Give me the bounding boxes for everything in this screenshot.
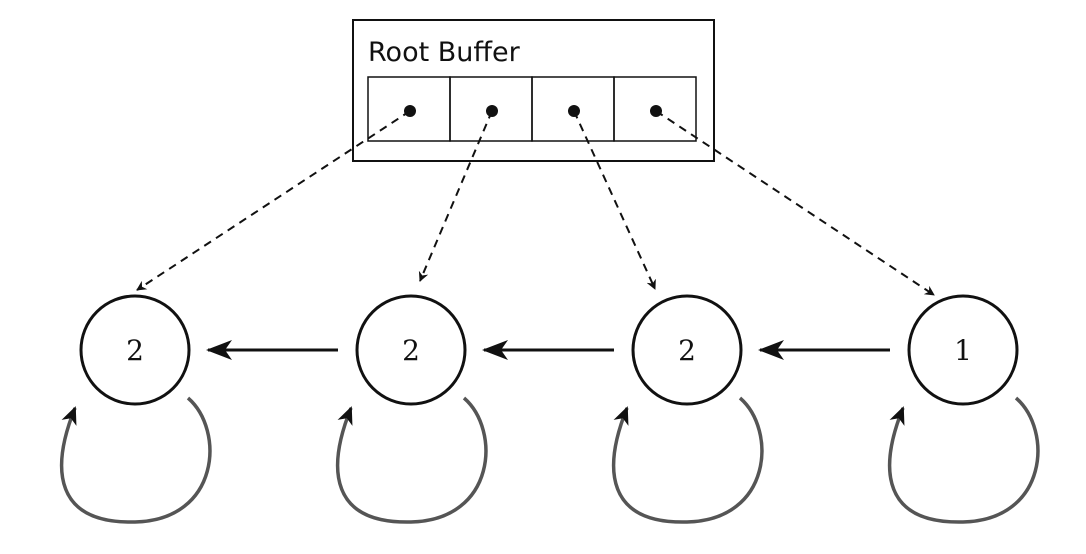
self-loop-2: [335, 396, 488, 524]
root-buffer-title: Root Buffer: [368, 37, 521, 68]
node-label: 1: [954, 334, 972, 367]
pointer-edge-3: [573, 110, 656, 290]
node-circle: [79, 294, 191, 406]
root-buffer-frame: [352, 19, 715, 162]
node-1: 2: [79, 294, 191, 406]
buffer-slot-4: [613, 76, 697, 142]
self-loop-1: [59, 396, 212, 524]
pointer-edge-2: [418, 110, 493, 282]
self-loops: [59, 396, 1040, 524]
node-2: 2: [355, 294, 467, 406]
pointer-edge-4: [655, 110, 935, 296]
self-loop-4: [887, 396, 1040, 524]
pointer-edge-1: [136, 110, 411, 291]
node-label: 2: [402, 334, 420, 367]
self-loop-3: [611, 396, 764, 524]
root-buffer: Root Buffer: [352, 19, 715, 162]
node-3: 2: [631, 294, 743, 406]
node-label: 2: [678, 334, 696, 367]
node-circle: [907, 294, 1019, 406]
buffer-pointer-edges: [136, 110, 935, 296]
node-circle: [355, 294, 467, 406]
node-4: 1: [907, 294, 1019, 406]
node-label: 2: [126, 334, 144, 367]
node-circle: [631, 294, 743, 406]
